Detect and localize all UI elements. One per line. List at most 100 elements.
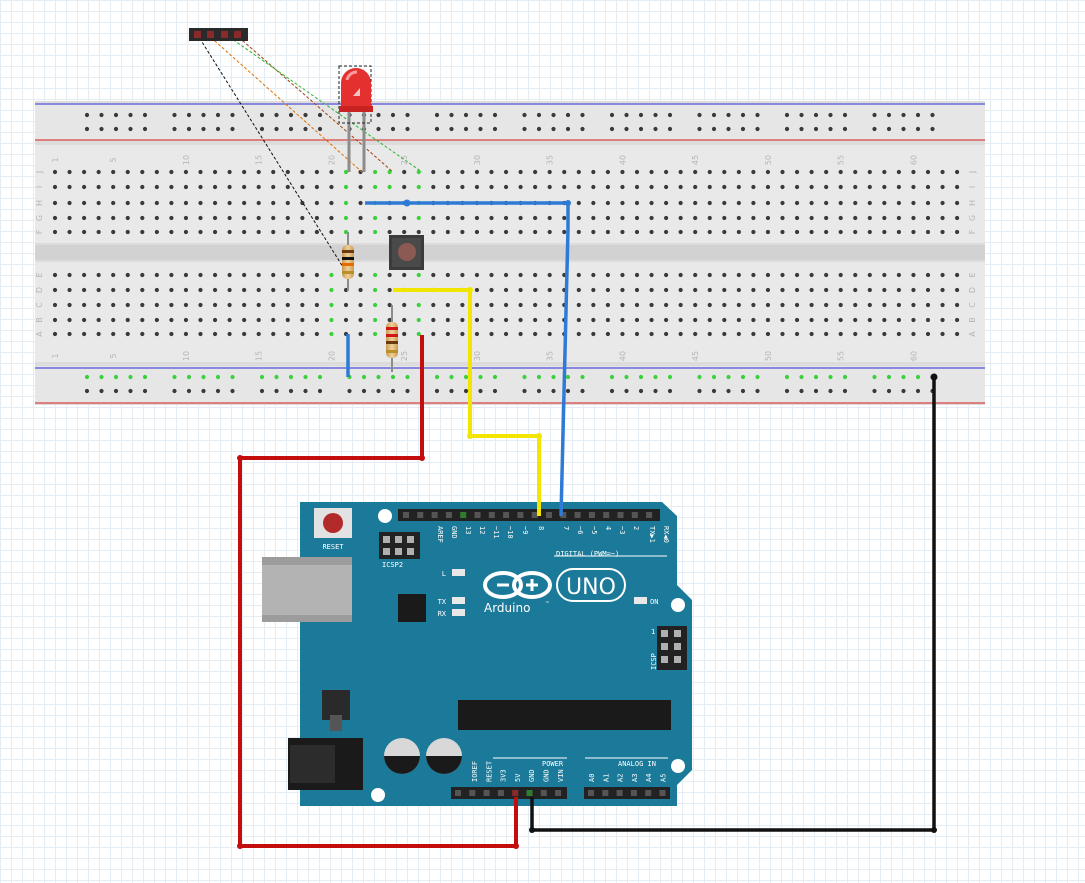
breadboard-hole[interactable] bbox=[882, 184, 887, 190]
breadboard-hole[interactable] bbox=[678, 215, 683, 221]
breadboard-hole[interactable] bbox=[925, 287, 931, 293]
breadboard-hole[interactable] bbox=[911, 229, 916, 235]
breadboard-hole[interactable] bbox=[853, 200, 858, 206]
breadboard-hole[interactable] bbox=[722, 302, 727, 308]
header-socket[interactable] bbox=[646, 512, 653, 518]
rail-hole[interactable] bbox=[609, 126, 615, 132]
breadboard-hole[interactable] bbox=[125, 215, 130, 221]
breadboard-hole[interactable] bbox=[198, 272, 203, 278]
breadboard-hole[interactable] bbox=[242, 200, 247, 206]
breadboard-hole[interactable] bbox=[591, 215, 596, 221]
breadboard-hole[interactable] bbox=[271, 215, 276, 221]
breadboard-hole[interactable] bbox=[227, 302, 232, 308]
breadboard-hole[interactable] bbox=[154, 169, 159, 175]
rail-hole[interactable] bbox=[274, 112, 279, 118]
breadboard-hole[interactable] bbox=[693, 229, 698, 235]
breadboard-hole[interactable] bbox=[925, 272, 931, 278]
breadboard-hole[interactable] bbox=[838, 229, 843, 235]
rail-hole[interactable] bbox=[303, 112, 308, 118]
breadboard-hole[interactable] bbox=[212, 331, 218, 337]
header-socket[interactable] bbox=[540, 790, 547, 796]
breadboard-hole[interactable] bbox=[707, 317, 712, 323]
rail-hole[interactable] bbox=[390, 126, 396, 132]
breadboard-hole[interactable] bbox=[896, 287, 902, 293]
breadboard-hole[interactable] bbox=[489, 272, 494, 278]
rail-hole[interactable] bbox=[317, 112, 323, 118]
header-socket[interactable] bbox=[630, 790, 637, 796]
rail-hole[interactable] bbox=[813, 112, 819, 118]
breadboard-hole[interactable] bbox=[518, 215, 523, 221]
rail-hole[interactable] bbox=[303, 388, 308, 394]
breadboard-hole[interactable] bbox=[111, 302, 116, 308]
breadboard-hole[interactable] bbox=[445, 272, 450, 278]
breadboard-hole[interactable] bbox=[285, 272, 290, 278]
breadboard-hole[interactable] bbox=[605, 184, 611, 190]
breadboard-hole[interactable] bbox=[824, 169, 829, 175]
breadboard-hole[interactable] bbox=[387, 169, 392, 175]
rail-hole[interactable] bbox=[915, 374, 921, 380]
breadboard-hole[interactable] bbox=[533, 302, 538, 308]
rail-hole[interactable] bbox=[842, 112, 848, 118]
breadboard-hole[interactable] bbox=[314, 287, 319, 293]
rail-hole[interactable] bbox=[536, 126, 542, 132]
header-socket[interactable] bbox=[503, 512, 510, 518]
breadboard-hole[interactable] bbox=[634, 287, 640, 293]
breadboard-hole[interactable] bbox=[649, 302, 654, 308]
breadboard-hole[interactable] bbox=[794, 317, 800, 323]
breadboard-hole[interactable] bbox=[169, 317, 174, 323]
breadboard-hole[interactable] bbox=[82, 200, 87, 206]
breadboard-hole[interactable] bbox=[736, 317, 741, 323]
breadboard-hole[interactable] bbox=[125, 287, 130, 293]
breadboard-hole[interactable] bbox=[474, 169, 480, 175]
breadboard-hole[interactable] bbox=[693, 317, 698, 323]
rail-hole[interactable] bbox=[317, 374, 323, 380]
rail-hole[interactable] bbox=[463, 112, 469, 118]
breadboard-hole[interactable] bbox=[271, 200, 276, 206]
breadboard-hole[interactable] bbox=[96, 169, 101, 175]
breadboard-hole[interactable] bbox=[183, 302, 189, 308]
breadboard-hole[interactable] bbox=[227, 215, 232, 221]
header-socket[interactable] bbox=[588, 512, 595, 518]
breadboard-hole[interactable] bbox=[125, 317, 130, 323]
header-socket[interactable] bbox=[531, 512, 538, 518]
rail-hole[interactable] bbox=[361, 374, 367, 380]
rail-hole[interactable] bbox=[390, 374, 396, 380]
breadboard-hole[interactable] bbox=[940, 331, 945, 337]
rail-hole[interactable] bbox=[230, 126, 235, 132]
breadboard-hole[interactable] bbox=[867, 272, 872, 278]
breadboard-hole[interactable] bbox=[460, 184, 465, 190]
breadboard-hole[interactable] bbox=[707, 229, 712, 235]
breadboard-hole[interactable] bbox=[838, 287, 843, 293]
breadboard-hole[interactable] bbox=[431, 272, 436, 278]
breadboard-hole[interactable] bbox=[809, 317, 814, 323]
breadboard-hole[interactable] bbox=[329, 229, 334, 235]
breadboard-hole[interactable] bbox=[780, 169, 785, 175]
header-socket[interactable] bbox=[645, 790, 652, 796]
breadboard-hole[interactable] bbox=[867, 184, 872, 190]
breadboard-hole[interactable] bbox=[52, 302, 58, 308]
rail-hole[interactable] bbox=[492, 374, 498, 380]
breadboard-hole[interactable] bbox=[955, 169, 960, 175]
breadboard-hole[interactable] bbox=[518, 272, 523, 278]
breadboard-hole[interactable] bbox=[751, 317, 756, 323]
rail-hole[interactable] bbox=[128, 374, 133, 380]
rail-hole[interactable] bbox=[580, 126, 585, 132]
breadboard-hole[interactable] bbox=[605, 229, 611, 235]
breadboard-hole[interactable] bbox=[838, 200, 843, 206]
breadboard-hole[interactable] bbox=[664, 287, 669, 293]
breadboard-hole[interactable] bbox=[664, 184, 669, 190]
rail-hole[interactable] bbox=[142, 126, 148, 132]
breadboard-hole[interactable] bbox=[503, 317, 509, 323]
rail-hole[interactable] bbox=[230, 112, 235, 118]
breadboard-hole[interactable] bbox=[169, 215, 174, 221]
rail-hole[interactable] bbox=[653, 388, 658, 394]
breadboard-hole[interactable] bbox=[52, 317, 58, 323]
breadboard-hole[interactable] bbox=[402, 229, 407, 235]
rail-hole[interactable] bbox=[230, 374, 235, 380]
breadboard-hole[interactable] bbox=[824, 331, 829, 337]
breadboard-hole[interactable] bbox=[387, 302, 392, 308]
breadboard-hole[interactable] bbox=[402, 317, 407, 323]
breadboard-hole[interactable] bbox=[256, 184, 261, 190]
rail-hole[interactable] bbox=[813, 126, 819, 132]
rail-hole[interactable] bbox=[784, 112, 790, 118]
